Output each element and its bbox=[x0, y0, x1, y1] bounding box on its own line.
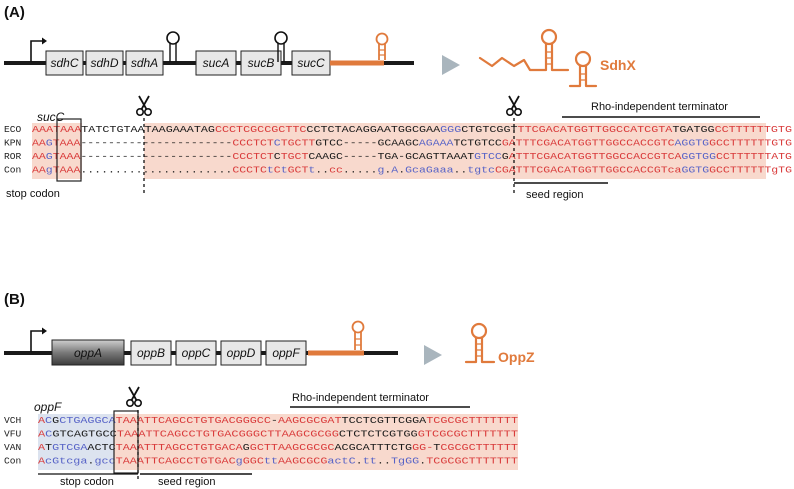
play-arrow-icon bbox=[442, 55, 460, 75]
alignment-b-shading bbox=[38, 414, 518, 470]
sequence-row: AAGTAAA----------------------CCCTCTCTGCT… bbox=[32, 138, 792, 149]
gene-oppf: oppF bbox=[265, 340, 307, 366]
terminator-hairpin-icon bbox=[166, 31, 180, 62]
organism-label: VAN bbox=[4, 442, 21, 453]
svg-text:sucA: sucA bbox=[203, 56, 230, 70]
organism-label: Con bbox=[4, 165, 21, 176]
promoter-arrow-icon bbox=[30, 37, 47, 62]
oppz-label: OppZ bbox=[498, 349, 535, 365]
sdhx-locus bbox=[330, 32, 389, 66]
promoter-arrow-icon bbox=[30, 327, 47, 352]
svg-text:sucB: sucB bbox=[248, 56, 275, 70]
svg-text:oppB: oppB bbox=[137, 346, 165, 360]
alignment-a-shading bbox=[32, 123, 766, 179]
stop-codon-label: stop codon bbox=[6, 188, 60, 200]
organism-label: VCH bbox=[4, 415, 21, 426]
sRNA-structure-icon bbox=[478, 28, 598, 88]
gene-sdhc: sdhC bbox=[45, 50, 84, 76]
gene-sdha: sdhA bbox=[125, 50, 164, 76]
terminator-label: Rho-independent terminator bbox=[591, 101, 728, 113]
svg-text:oppA: oppA bbox=[74, 346, 102, 360]
gene-oppa: oppA bbox=[51, 339, 125, 366]
gene-oppb: oppB bbox=[130, 340, 172, 366]
gene-oppd: oppD bbox=[220, 340, 262, 366]
seed-region-label: seed region bbox=[158, 476, 216, 488]
terminator-hairpin-icon bbox=[274, 31, 288, 62]
svg-text:oppD: oppD bbox=[227, 346, 256, 360]
gene-oppc: oppC bbox=[175, 340, 217, 366]
scissors-icon bbox=[135, 95, 153, 117]
svg-text:sucC: sucC bbox=[297, 56, 325, 70]
oppf-label: oppF bbox=[34, 400, 62, 414]
svg-text:sdhC: sdhC bbox=[50, 56, 78, 70]
seed-region-label: seed region bbox=[526, 189, 584, 201]
svg-text:oppC: oppC bbox=[182, 346, 211, 360]
alignment-shade bbox=[38, 414, 114, 470]
stop-codon-box bbox=[56, 118, 82, 182]
svg-text:sdhD: sdhD bbox=[90, 56, 118, 70]
gene-sucb: sucB bbox=[240, 50, 282, 76]
gene-succ: sucC bbox=[291, 50, 331, 76]
organism-label: VFU bbox=[4, 429, 22, 440]
sRNA-structure-icon bbox=[464, 322, 496, 364]
svg-text:sdhA: sdhA bbox=[131, 56, 158, 70]
svg-text:oppF: oppF bbox=[272, 346, 300, 360]
alignment-shade bbox=[144, 123, 766, 179]
scissors-icon bbox=[125, 386, 143, 408]
scissors-icon bbox=[505, 95, 523, 117]
stop-codon-label: stop codon bbox=[60, 476, 114, 488]
panel-b-label: (B) bbox=[4, 291, 25, 308]
sdhx-label: SdhX bbox=[600, 57, 636, 73]
sequence-row: AAGTAAA----------------------CCCTCTCTGCT… bbox=[32, 151, 792, 162]
organism-label: ECO bbox=[4, 124, 22, 135]
organism-label: ROR bbox=[4, 151, 22, 162]
organism-label: Con bbox=[4, 456, 21, 467]
panel-a-label: (A) bbox=[4, 4, 25, 21]
gene-sdhd: sdhD bbox=[85, 50, 124, 76]
alignment-shade bbox=[114, 414, 518, 470]
gene-suca: sucA bbox=[195, 50, 237, 76]
oppz-locus bbox=[308, 320, 365, 356]
play-arrow-icon bbox=[424, 345, 442, 365]
organism-label: KPN bbox=[4, 138, 21, 149]
terminator-label: Rho-independent terminator bbox=[292, 392, 429, 404]
succ-label: sucC bbox=[37, 110, 65, 124]
